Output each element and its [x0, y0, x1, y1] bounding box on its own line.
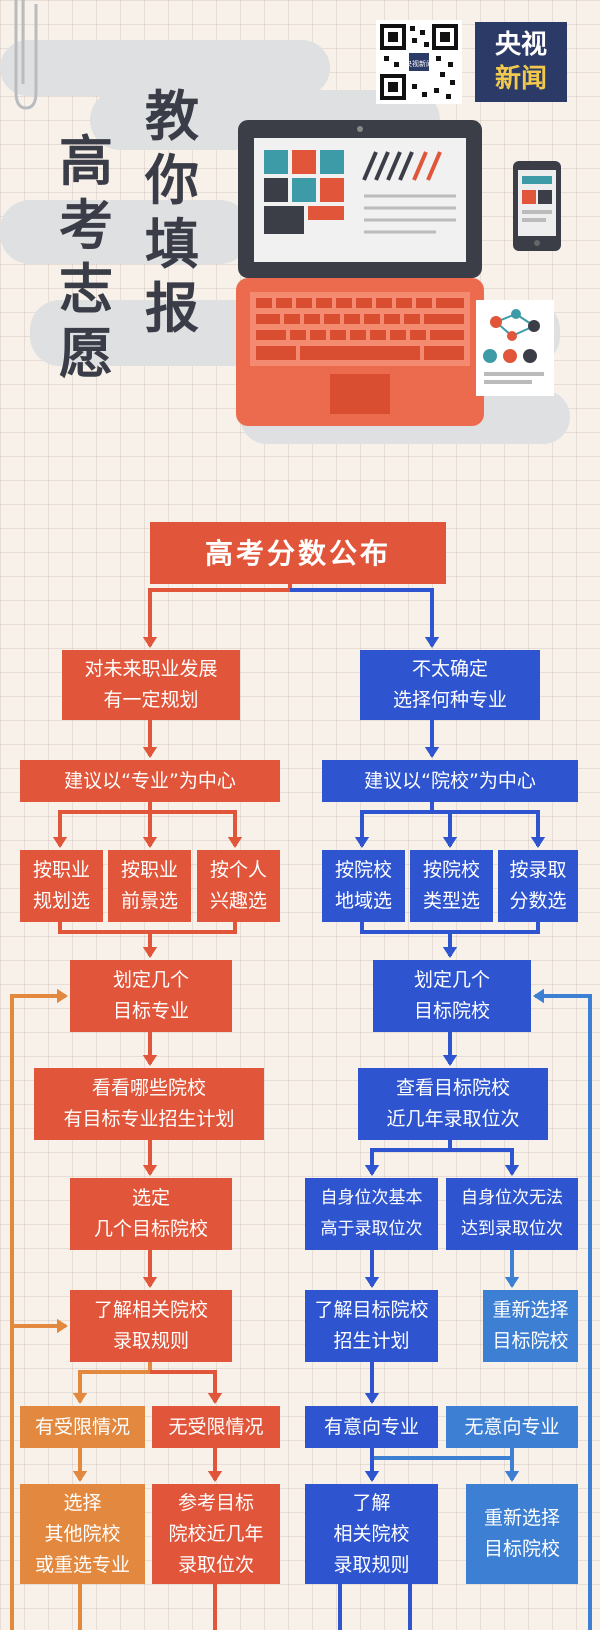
connector-line	[370, 1448, 514, 1460]
connector-line	[290, 588, 434, 646]
connector-line	[360, 922, 540, 934]
arrow-head	[364, 1165, 380, 1176]
arrow-head	[442, 837, 458, 848]
arrow-head	[227, 837, 243, 848]
node-unlimited: 无受限情况	[152, 1406, 280, 1448]
node-target-schools: 划定几个 目标院校	[373, 960, 531, 1032]
arrow-head	[504, 1165, 520, 1176]
node-choose-other-schools: 选择 其他院校 或重选专业	[20, 1484, 145, 1584]
arrow-head	[207, 1471, 223, 1482]
arrow-head	[504, 1277, 520, 1288]
connector-line	[78, 1362, 152, 1402]
node-school-centered: 建议以“院校”为中心	[322, 760, 578, 802]
node-intended-major: 有意向专业	[305, 1406, 438, 1448]
logo-line-1: 央视	[494, 30, 547, 60]
arrow-head	[442, 947, 458, 958]
logo-line-2: 新闻	[494, 64, 547, 94]
arrow-head	[142, 947, 158, 958]
arrow-head	[504, 1471, 520, 1482]
node-check-enrollment-plans: 看看哪些院校 有目标专业招生计划	[34, 1068, 264, 1140]
paperclip-icon	[14, 0, 38, 110]
node-left-option-2: 按职业 前景选	[108, 850, 191, 922]
connector-line	[148, 584, 292, 646]
arrow-head	[364, 1277, 380, 1288]
node-left-admission-rules: 了解相关院校 录取规则	[70, 1290, 232, 1362]
node-right-branch: 不太确定 选择何种专业	[360, 650, 540, 720]
arrow-head	[142, 747, 158, 758]
arrow-head	[72, 1393, 88, 1404]
arrow-head	[142, 1165, 158, 1176]
arrow-head	[142, 1055, 158, 1066]
arrow-head	[424, 747, 440, 758]
node-right-option-3: 按录取 分数选	[498, 850, 578, 922]
node-target-majors: 划定几个 目标专业	[70, 960, 232, 1032]
arrow-head	[364, 1471, 380, 1482]
arrow-head	[442, 1055, 458, 1066]
node-score-released: 高考分数公布	[150, 522, 446, 584]
arrow-head	[364, 1393, 380, 1404]
arrow-head	[142, 1277, 158, 1288]
cloud-shape	[0, 200, 250, 264]
node-right-admission-rules: 了解 相关院校 录取规则	[305, 1484, 438, 1584]
node-reference-rank: 参考目标 院校近几年 录取位次	[152, 1484, 280, 1584]
connector-line	[360, 802, 434, 846]
node-enrollment-plan: 了解目标院校 招生计划	[305, 1290, 438, 1362]
arrow-head	[424, 637, 440, 648]
node-no-intended-major: 无意向专业	[446, 1406, 578, 1448]
node-rank-lower: 自身位次无法 达到录取位次	[446, 1178, 578, 1250]
feedback-line-right	[535, 994, 592, 1630]
title-gaokao: 高考志愿	[59, 130, 113, 385]
arrow-head	[52, 837, 68, 848]
node-left-branch: 对未来职业发展 有一定规划	[62, 650, 240, 720]
cctv-news-logo: 央视 新闻	[475, 22, 567, 102]
arrow-head	[142, 837, 158, 848]
arrow-head	[530, 837, 546, 848]
node-reselect-schools-1: 重新选择 目标院校	[483, 1290, 578, 1362]
connector-line	[58, 922, 237, 934]
connector-line	[450, 1148, 514, 1174]
arrow-head	[207, 1393, 223, 1404]
node-rank-higher: 自身位次基本 高于录取位次	[305, 1178, 438, 1250]
node-reselect-schools-2: 重新选择 目标院校	[466, 1484, 578, 1584]
node-right-option-2: 按院校 类型选	[410, 850, 493, 922]
connector-line	[150, 810, 237, 846]
arrow-head	[57, 988, 68, 1004]
qr-code: 央视新闻	[376, 20, 462, 104]
connector-line	[450, 810, 540, 846]
arrow-head	[57, 1318, 68, 1334]
cloud-shape	[0, 40, 330, 96]
arrow-head	[533, 988, 544, 1004]
node-limited: 有受限情况	[20, 1406, 145, 1448]
arrow-head	[72, 1471, 88, 1482]
node-select-schools: 选定 几个目标院校	[70, 1178, 232, 1250]
arrow-head	[142, 637, 158, 648]
chart-card-illustration	[476, 300, 554, 396]
node-right-option-1: 按院校 地域选	[322, 850, 405, 922]
node-left-option-1: 按职业 规划选	[20, 850, 103, 922]
connector-line	[150, 1370, 217, 1402]
title-teach: 教你填报	[145, 85, 199, 340]
feedback-line-left	[10, 994, 66, 1630]
arrow-head	[354, 837, 370, 848]
phone-illustration	[513, 161, 561, 251]
connector-line	[370, 1140, 452, 1174]
laptop-illustration	[236, 120, 484, 426]
node-left-option-3: 按个人 兴趣选	[197, 850, 280, 922]
connector-line	[58, 802, 152, 846]
node-major-centered: 建议以“专业”为中心	[20, 760, 280, 802]
qr-center-label: 央视新闻	[405, 59, 433, 68]
node-check-admission-rank: 查看目标院校 近几年录取位次	[358, 1068, 548, 1140]
